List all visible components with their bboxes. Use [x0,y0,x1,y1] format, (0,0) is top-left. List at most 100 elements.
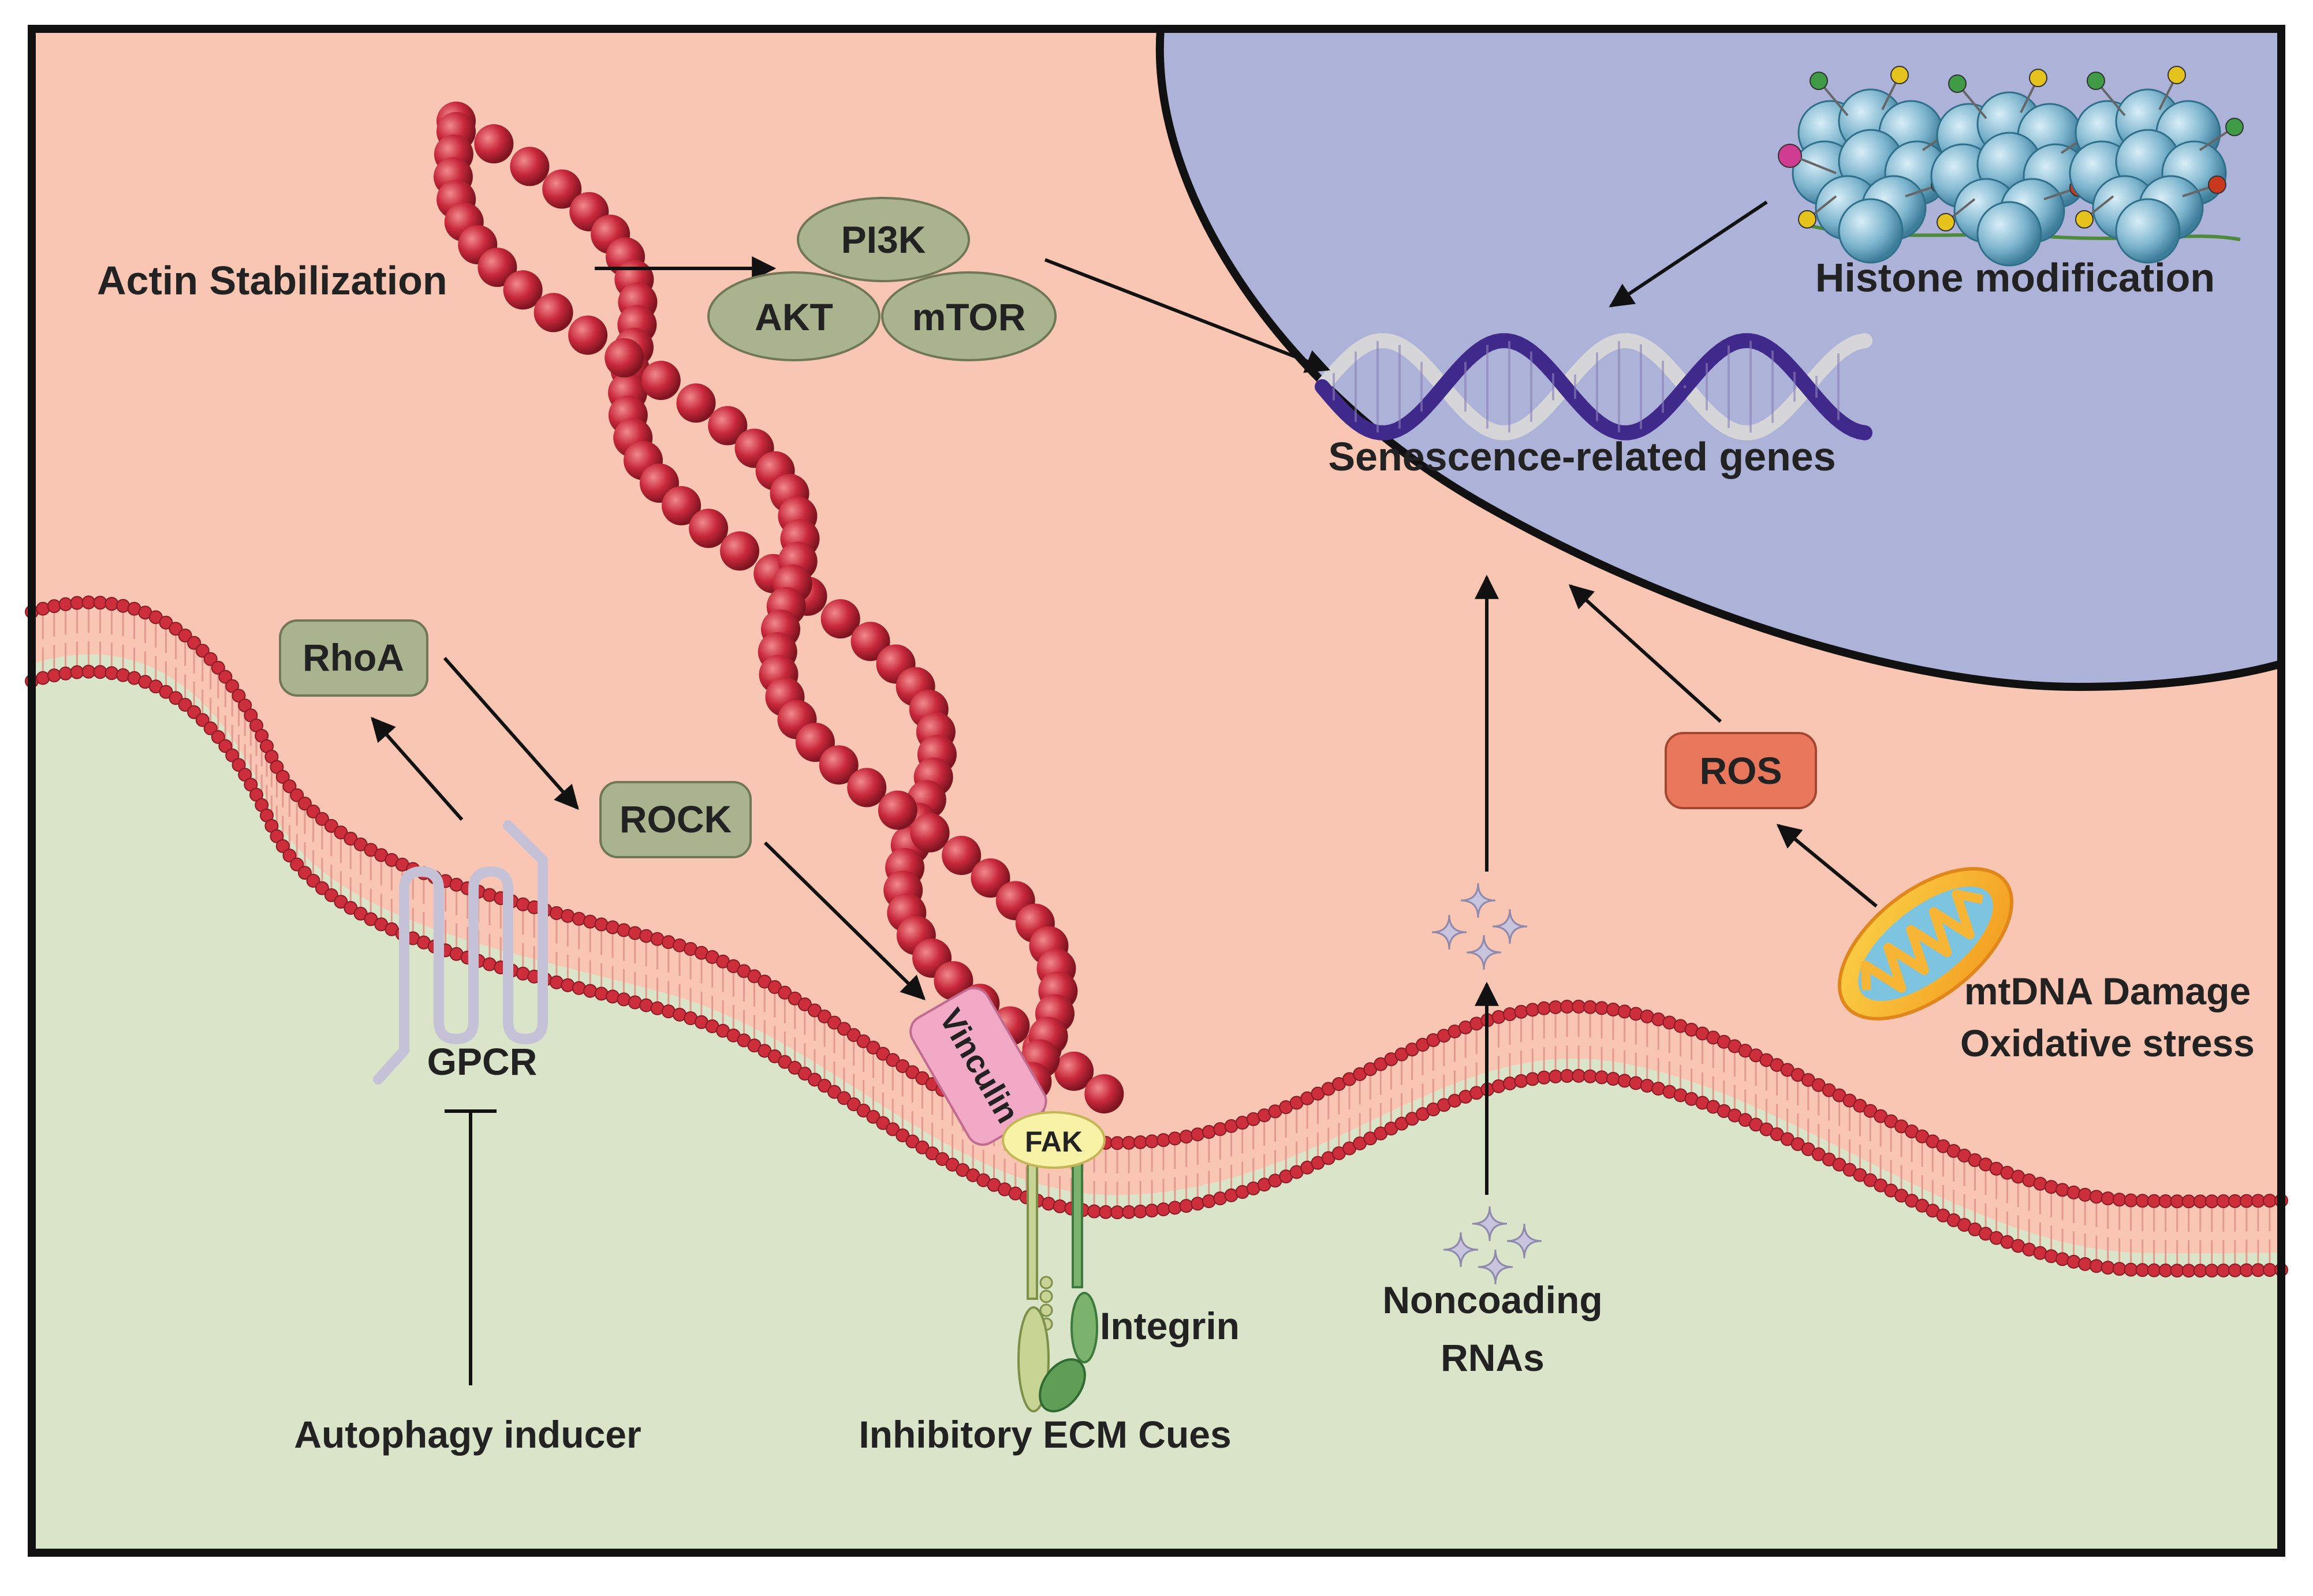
lipid-head [2078,1187,2092,1202]
lipid-head [203,652,218,666]
lipid-head [282,779,297,794]
actin-monomer [662,486,702,526]
lipid-head [896,1128,910,1143]
lipid-head [159,615,173,630]
lipid-head [58,597,73,611]
lipid-head [93,596,107,610]
lipid-head [1122,1135,1136,1150]
lipid-head [334,895,348,909]
fak-label: FAK [1025,1126,1083,1158]
noncoding-rna-icons [1431,883,1542,1285]
actin-monomer [676,383,716,423]
lipid-head [218,670,233,684]
lipid-head [1145,1203,1159,1218]
lipid-head [306,873,320,888]
lipid-head [1629,1076,1643,1090]
arrows [371,200,1878,1385]
actin-monomer [542,169,582,209]
lipid-head [856,1104,871,1118]
dna-helix-icon [1315,333,1872,440]
lipid-head [187,705,202,719]
rna-star [1443,1232,1479,1268]
lipid-head [1502,1007,1517,1022]
gpcr-icon [373,820,548,1085]
lipid-head [561,978,575,992]
rna-star [1478,1249,1513,1285]
lipid-head [47,599,61,614]
lipid-head [275,839,290,853]
actin-monomer [850,622,890,661]
lipid-head [2089,1259,2103,1273]
lipid-head [1167,1201,1182,1215]
histone-mark [1778,144,1802,168]
inhibitory-ecm-cues-label: Inhibitory ECM Cues [859,1413,1231,1456]
lipid-head [225,748,240,763]
lipid-head [1191,1197,1205,1211]
lipid-head [169,622,183,636]
actin-monomer [820,599,860,639]
actin-monomer [819,745,859,785]
lipid-head [93,665,107,679]
lipid-head [2055,1183,2070,1197]
lipid-head [47,668,61,683]
lipid-head [886,1122,900,1137]
lipid-head [2147,1263,2161,1277]
actin-monomer [971,858,1010,898]
lipid-head [178,628,192,642]
rna-star [1472,1206,1508,1242]
lipid-head [1595,1001,1609,1015]
arrow-gpcr-to-rhoa [371,716,464,821]
lipid-head [315,881,329,895]
lipid-head [203,721,218,735]
lipid-head [856,1034,871,1049]
actin-monomer [847,768,887,808]
lipid-head [1145,1134,1159,1149]
lipid-head [827,1015,841,1030]
lipid-head [818,1078,832,1093]
lipid-head [1156,1202,1170,1217]
lipid-head [1087,1204,1102,1219]
rna-star [1466,935,1502,970]
lipid-head [36,671,50,685]
actin-stabilization-label: Actin Stabilization [97,258,447,303]
lipid-head [797,1067,812,1081]
lipid-head [1537,1070,1551,1085]
lipid-head [1167,1131,1182,1146]
lipid-head [225,679,240,693]
lipid-head [1514,1074,1528,1088]
lipid-head [2239,1194,2254,1208]
lipid-head [2228,1263,2242,1277]
arrow-histone-to-genes [1609,200,1768,308]
actin-monomer [708,406,748,446]
ros-label: ROS [1699,749,1782,792]
integrin-icon [1017,1159,1098,1412]
lipid-head [282,849,297,863]
noncoding-rnas-label-line2: RNAs [1441,1336,1545,1379]
arrow-rhoa-to-rock [443,657,579,810]
lipid-head [270,829,284,843]
lipid-head [211,660,225,675]
lipid-head [846,1097,861,1112]
lipid-head [2158,1194,2173,1209]
lipid-head [232,758,246,772]
rna-star [1506,1223,1542,1259]
lipid-head [886,1053,900,1067]
actin-monomer [503,270,543,310]
lipid-head [808,1003,822,1018]
lipid-head [169,691,183,705]
akt-protein [707,271,881,361]
lipid-head [1572,1068,1586,1083]
lipid-head [1525,1003,1540,1017]
lipid-head [561,909,575,923]
actin-monomer [910,813,950,853]
lipid-head [2170,1264,2184,1278]
actin-monomer [878,790,917,830]
lipid-head [105,597,119,611]
lipid-head [594,917,609,932]
lipid-head [837,1022,851,1036]
lipid-head [2204,1194,2219,1209]
lipid-head [2170,1194,2184,1209]
lipid-head [70,596,84,610]
lipid-head [1617,1074,1632,1088]
fak-protein: FAK [1002,1111,1106,1169]
